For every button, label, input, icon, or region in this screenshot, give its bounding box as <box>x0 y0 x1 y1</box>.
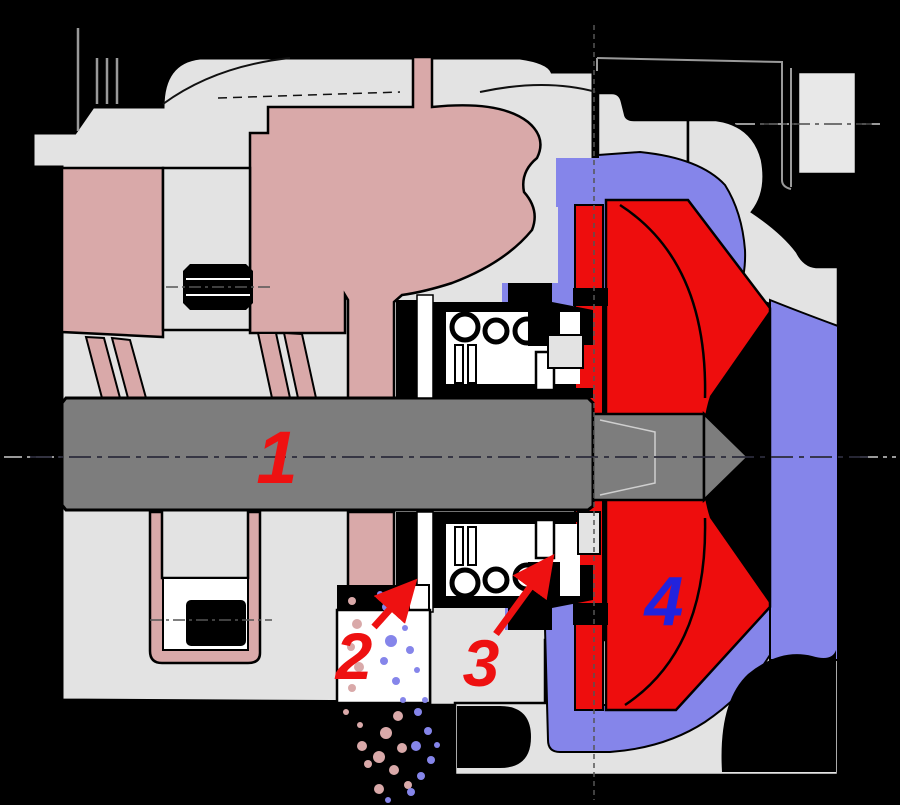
blue-droplet <box>422 697 428 703</box>
pointer-arrows <box>371 553 555 637</box>
blue-droplet <box>424 727 432 735</box>
flange-outline <box>596 57 792 190</box>
blue-droplet <box>414 708 422 716</box>
blue-droplet <box>414 667 420 673</box>
casing-top-lines <box>162 57 597 105</box>
foot-cavity-left <box>457 706 531 768</box>
seal-sleeve-upper <box>396 300 418 398</box>
label-mech-seal: 3 <box>462 626 500 700</box>
shaft-stub <box>591 412 706 502</box>
blue-droplet <box>402 625 408 631</box>
pink-droplet <box>397 743 407 753</box>
shaft <box>60 396 595 512</box>
motor-winding-left <box>60 166 165 339</box>
pink-droplet <box>348 684 356 692</box>
fluid-right-column <box>769 298 839 661</box>
blue-droplet <box>392 677 400 685</box>
pink-droplet <box>374 784 384 794</box>
motor-end-shield <box>248 55 542 400</box>
fluid-bottom-channel <box>543 590 771 753</box>
pink-droplet <box>343 709 349 715</box>
impeller-hub-key-lower <box>573 603 608 625</box>
blue-droplet <box>377 591 383 597</box>
label-seal-gap: 2 <box>335 619 373 693</box>
blue-droplet <box>417 772 425 780</box>
arrow-to-mech-seal <box>493 553 555 637</box>
blue-droplet <box>411 741 421 751</box>
seal-seat-lower <box>534 518 556 560</box>
blue-droplet <box>396 609 402 615</box>
pink-droplet <box>364 760 372 768</box>
blue-droplet <box>385 635 397 647</box>
motor-fins <box>76 28 119 131</box>
suction-flange <box>796 70 858 176</box>
blue-droplet <box>434 742 440 748</box>
mechanical-seal-upper <box>396 283 593 399</box>
impeller-hub-key-upper <box>573 288 608 306</box>
foot-cavity-right <box>721 650 836 772</box>
pink-droplet <box>357 741 367 751</box>
pink-droplet <box>373 751 385 763</box>
label-impeller: 4 <box>644 562 684 640</box>
pink-droplet <box>357 722 363 728</box>
pink-droplet <box>389 765 399 775</box>
blue-droplet <box>406 646 414 654</box>
blue-droplet <box>407 788 415 796</box>
impeller-vane-lines <box>619 203 707 707</box>
pink-droplet <box>380 727 392 739</box>
blue-droplet <box>380 657 388 665</box>
blue-droplet <box>385 797 391 803</box>
bolt-lower <box>186 600 246 646</box>
pink-droplet <box>404 781 412 789</box>
pink-droplet <box>352 619 362 629</box>
pink-droplet <box>354 662 364 672</box>
arrow-to-seal-gap <box>371 578 418 630</box>
label-shaft: 1 <box>256 416 298 499</box>
pink-droplet <box>347 643 355 651</box>
blue-droplet <box>400 697 406 703</box>
bolt-upper-threads <box>186 278 250 296</box>
blue-droplet <box>427 756 435 764</box>
pink-droplet <box>348 597 356 605</box>
pink-droplet <box>393 711 403 721</box>
